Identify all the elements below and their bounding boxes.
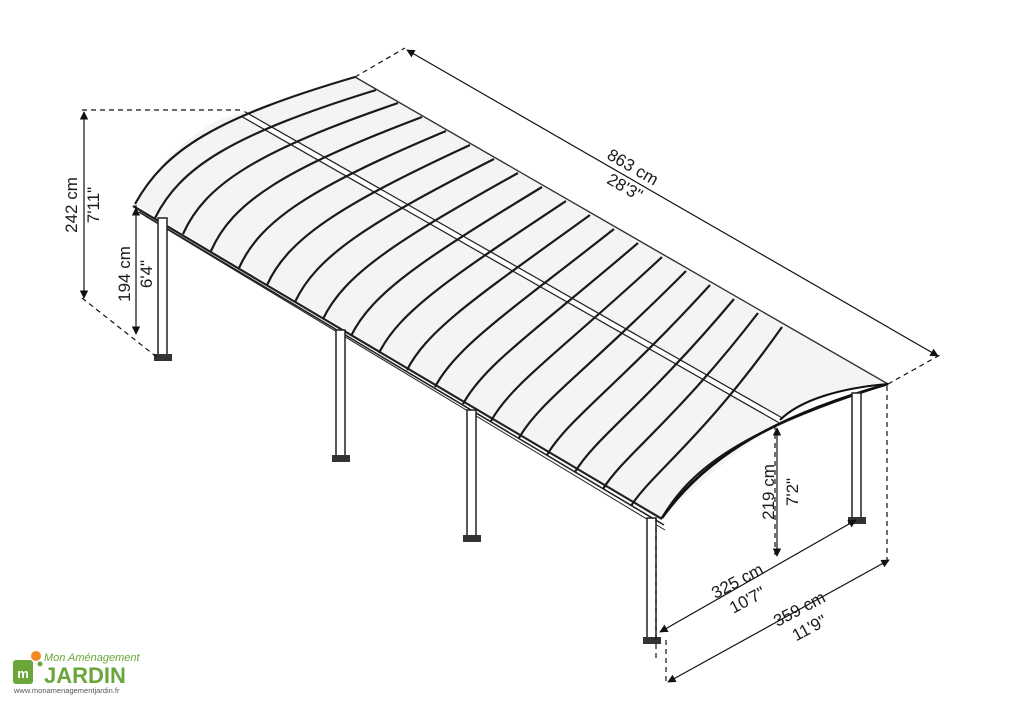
label-total-height-metric: 242 cm [62, 177, 81, 233]
label-clearance-imperial: 7'2" [783, 478, 802, 506]
logo-title: JARDIN [44, 663, 126, 688]
dimension-line-length [406, 49, 939, 357]
label-side-height-metric: 194 cm [115, 246, 134, 302]
label-clearance-metric: 219 cm [759, 464, 778, 520]
post-front-left [157, 217, 168, 359]
dimension-lines [79, 47, 941, 683]
label-side-height-imperial: 6'4" [137, 260, 156, 288]
svg-text:m: m [17, 666, 29, 681]
post-front-right [646, 517, 657, 641]
front-gutter [132, 205, 666, 531]
brand-logo: m Mon Aménagement JARDIN www.monamenagem… [13, 651, 141, 695]
dimension-line-outer-width [667, 559, 890, 683]
label-total-height-imperial: 7'11" [84, 187, 103, 223]
logo-tagline: Mon Aménagement [44, 652, 141, 664]
back-arch [660, 382, 889, 519]
logo-mark-icon: m [13, 651, 43, 684]
carport-structure [132, 75, 889, 644]
post-back-right [851, 392, 862, 521]
post-mid-1 [335, 329, 346, 459]
logo-url: www.monamenagementjardin.fr [13, 686, 120, 695]
roof-panel [135, 77, 888, 518]
post-bases [154, 354, 866, 644]
post-mid-2 [466, 409, 477, 539]
